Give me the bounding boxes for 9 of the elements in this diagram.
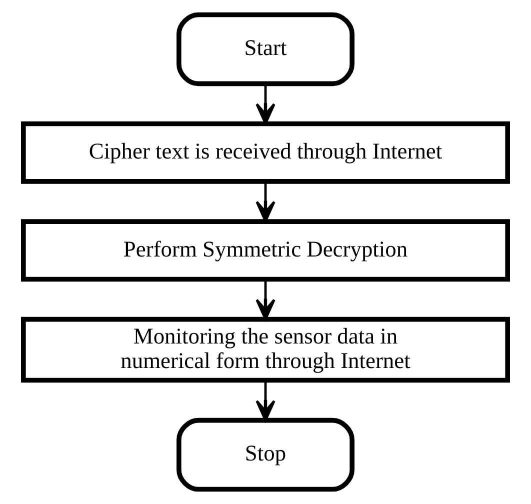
node-box: Perform Symmetric Decryption <box>21 219 510 282</box>
arrow <box>256 279 276 320</box>
arrow <box>256 84 276 125</box>
node-box: Start <box>176 12 354 86</box>
node-box: Stop <box>176 418 354 492</box>
arrow <box>256 182 276 222</box>
node-box: Monitoring the sensor data in numerical form through Internet <box>21 316 510 383</box>
node-box: Cipher text is received through Internet <box>21 121 510 184</box>
arrow <box>256 380 276 422</box>
